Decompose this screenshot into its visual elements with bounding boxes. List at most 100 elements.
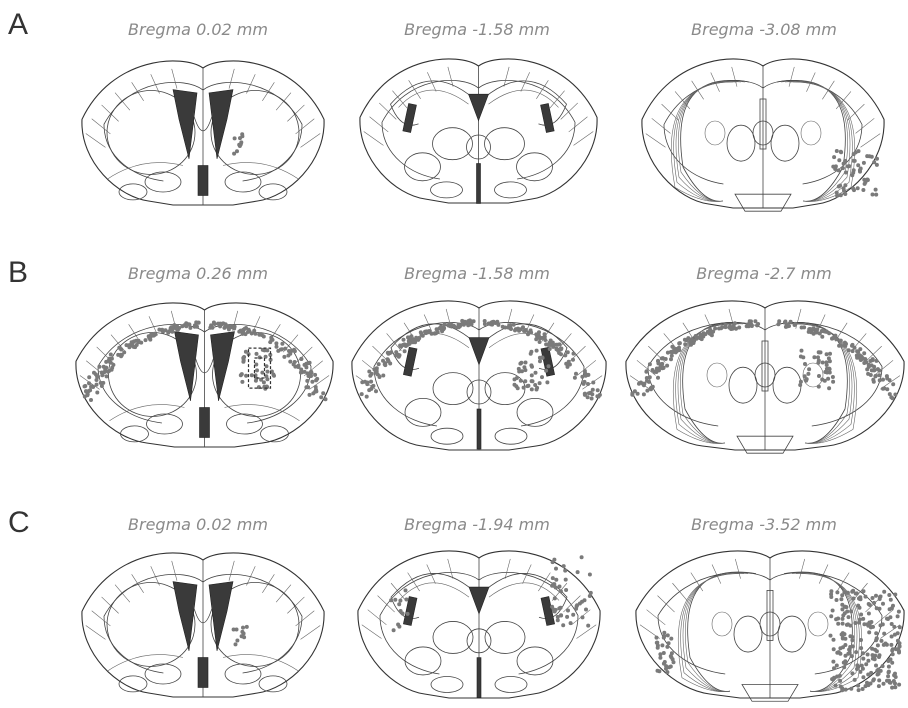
labeled-cell — [816, 355, 820, 359]
labeled-cell — [466, 323, 470, 327]
labeled-cell — [522, 329, 526, 333]
labeled-cell — [576, 570, 580, 574]
labeled-cell — [194, 320, 198, 324]
labeled-cell — [315, 377, 319, 381]
labeled-cell — [898, 644, 902, 648]
labeled-cell — [878, 653, 882, 657]
labeled-cell — [829, 595, 833, 599]
labeled-cell — [852, 188, 856, 192]
labeled-cell — [386, 358, 390, 362]
labeled-cell — [92, 371, 96, 375]
labeled-cell — [662, 634, 666, 638]
labeled-cell — [874, 374, 878, 378]
brain-section-c3 — [632, 540, 908, 708]
labeled-cell — [850, 671, 854, 675]
labeled-cell — [803, 362, 807, 366]
labeled-cell — [896, 639, 900, 643]
labeled-cell — [665, 364, 669, 368]
labeled-cell — [844, 654, 848, 658]
labeled-cell — [812, 355, 816, 359]
labeled-cell — [800, 326, 804, 330]
labeled-cell — [888, 615, 892, 619]
labeled-cell — [266, 370, 270, 374]
labeled-cell — [562, 564, 566, 568]
labeled-cell — [588, 573, 592, 577]
labeled-cell — [280, 342, 284, 346]
labeled-cell — [95, 378, 99, 382]
labeled-cell — [849, 687, 853, 691]
labeled-cell — [694, 334, 698, 338]
panel-label-b: B — [8, 258, 28, 288]
labeled-cell — [630, 393, 634, 397]
labeled-cell — [851, 644, 855, 648]
labeled-cell — [875, 636, 879, 640]
labeled-cell — [645, 389, 649, 393]
labeled-cell — [869, 682, 873, 686]
labeled-cell — [853, 678, 857, 682]
labeled-cell — [686, 336, 690, 340]
labeled-cell — [535, 388, 539, 392]
labeled-cell — [131, 344, 135, 348]
labeled-cell — [787, 324, 791, 328]
brain-section-b3 — [622, 290, 908, 460]
labeled-cell — [886, 674, 890, 678]
labeled-cell — [841, 645, 845, 649]
caption-b3: Bregma -2.7 mm — [614, 266, 908, 282]
labeled-cell — [835, 664, 839, 668]
labeled-cell — [583, 369, 587, 373]
labeled-cell — [559, 613, 563, 617]
labeled-cell — [313, 373, 317, 377]
labeled-cell — [636, 392, 640, 396]
labeled-cell — [843, 344, 847, 348]
labeled-cell — [664, 357, 668, 361]
labeled-cell — [596, 388, 600, 392]
labeled-cell — [817, 374, 821, 378]
labeled-cell — [844, 688, 848, 692]
labeled-cell — [554, 567, 558, 571]
panel-label-c: C — [8, 508, 30, 538]
labeled-cell — [807, 327, 811, 331]
labeled-cell — [551, 582, 555, 586]
labeled-cell — [844, 171, 848, 175]
labeled-cell — [847, 648, 851, 652]
labeled-cell — [875, 649, 879, 653]
labeled-cell — [235, 628, 239, 632]
labeled-cell — [898, 625, 902, 629]
labeled-cell — [125, 343, 129, 347]
labeled-cell — [670, 354, 674, 358]
labeled-cell — [224, 322, 228, 326]
labeled-cell — [566, 365, 570, 369]
labeled-cell — [567, 360, 571, 364]
labeled-cell — [865, 681, 869, 685]
labeled-cell — [88, 388, 92, 392]
labeled-cell — [877, 678, 881, 682]
labeled-cell — [522, 386, 526, 390]
labeled-cell — [563, 569, 567, 573]
labeled-cell — [402, 338, 406, 342]
labeled-cell — [263, 387, 267, 391]
labeled-cell — [529, 350, 533, 354]
labeled-cell — [244, 374, 248, 378]
brain-section-a2 — [356, 48, 601, 213]
labeled-cell — [662, 662, 666, 666]
brain-section-c1 — [78, 542, 328, 707]
labeled-cell — [87, 381, 91, 385]
labeled-cell — [841, 166, 845, 170]
labeled-cell — [293, 360, 297, 364]
labeled-cell — [538, 381, 542, 385]
labeled-cell — [272, 374, 276, 378]
labeled-cell — [274, 341, 278, 345]
labeled-cell — [235, 149, 239, 153]
labeled-cell — [514, 384, 518, 388]
labeled-cell — [538, 340, 542, 344]
labeled-cell — [443, 322, 447, 326]
labeled-cell — [848, 634, 852, 638]
labeled-cell — [834, 617, 838, 621]
labeled-cell — [798, 383, 802, 387]
labeled-cell — [871, 596, 875, 600]
labeled-cell — [519, 379, 523, 383]
labeled-cell — [104, 360, 108, 364]
labeled-cell — [255, 352, 259, 356]
labeled-cell — [581, 615, 585, 619]
labeled-cell — [265, 364, 269, 368]
